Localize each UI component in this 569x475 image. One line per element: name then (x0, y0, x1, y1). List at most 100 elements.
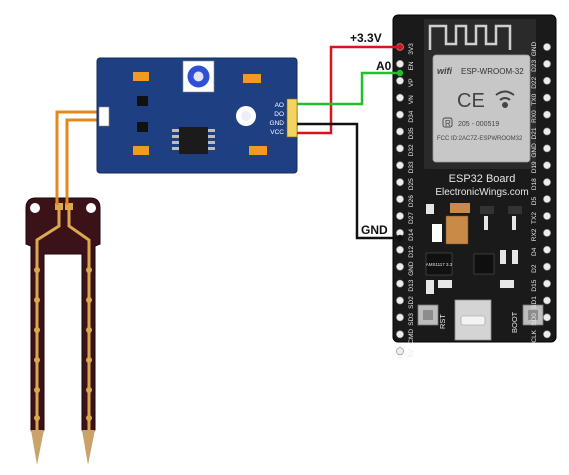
esp32-pin-label-right-tx2: TX2 (531, 212, 538, 224)
esp32-pin-label-left-vn: VN (408, 95, 415, 104)
gnd-wire (297, 122, 400, 240)
esp32-pin-left-d26[interactable] (396, 195, 404, 203)
esp32-pin-left-d25[interactable] (396, 178, 404, 187)
esp32-pin-label-right-sd0: SD0 (531, 313, 538, 326)
esp32-pin-left-d12[interactable] (396, 245, 404, 254)
vcc-wire (297, 45, 400, 135)
esp32-pin-left-d27[interactable] (396, 212, 404, 220)
esp32-pin-label-left-vp: VP (408, 78, 415, 87)
esp32-pin-label-right-d15: D15 (531, 279, 538, 291)
esp32-pin-left-d34[interactable] (396, 110, 404, 119)
esp32-pin-left-vp[interactable] (396, 76, 404, 85)
rst-button[interactable] (417, 304, 439, 326)
rst-button-label: RST (438, 314, 447, 329)
pin-label-do: DO (274, 111, 284, 118)
r-symbol: R (445, 119, 451, 128)
esp32-pin-label-left-d35: D35 (408, 127, 415, 139)
esp32-pin-label-right-d19: D19 (531, 161, 538, 173)
ce-mark: CE (457, 90, 485, 112)
esp32-pin-right-d19[interactable] (543, 161, 551, 170)
esp32-pin-left-vn[interactable] (396, 93, 404, 102)
soil-moisture-probe (25, 197, 101, 465)
esp32-pin-label-right-d22: D22 (531, 76, 538, 88)
board-title: ESP32 Board (449, 173, 516, 185)
esp32-pin-label-right-rx0: RX0 (531, 110, 538, 123)
boot-button[interactable] (522, 304, 544, 326)
gnd-wire-label: GND (361, 223, 388, 237)
esp32-pin-left-sd2[interactable] (396, 296, 404, 305)
sensor-module-board: AO DO GND VCC (96, 57, 298, 174)
esp32-board: wifi ESP-WROOM-32 CE R 205 - 000519 FCC … (392, 14, 557, 358)
esp32-pin-right-tx0[interactable] (543, 93, 551, 102)
esp32-pin-left-sd3[interactable] (396, 313, 404, 322)
esp32-pin-label-right-gnd: GND (531, 143, 538, 158)
esp32-pin-right-gnd[interactable] (543, 144, 551, 153)
esp32-pin-label-left-3v3: 3V3 (408, 43, 415, 55)
esp32-pin-right-d5[interactable] (543, 195, 551, 203)
esp32-pin-right-d15[interactable] (543, 279, 551, 288)
esp32-pin-label-right-d23: D23 (531, 60, 538, 72)
esp32-pin-label-left-d25: D25 (408, 178, 415, 190)
signal-wires (297, 43, 404, 242)
right-pin-header: GNDD23D22TX0RX0D21GNDD19D18D5TX2RX2D4D2D… (531, 41, 551, 343)
esp32-pin-label-right-tx0: TX0 (531, 93, 538, 105)
esp32-pin-right-sd1[interactable] (543, 296, 551, 305)
esp32-pin-label-left-d32: D32 (408, 144, 415, 156)
pin-label-ao: AO (275, 102, 284, 109)
esp32-pin-right-d22[interactable] (543, 76, 551, 85)
esp32-pin-right-d23[interactable] (543, 60, 551, 68)
usb-port[interactable] (454, 299, 492, 341)
board-website: ElectronicWings.com (435, 187, 528, 198)
esp32-pin-right-d2[interactable] (543, 262, 551, 271)
esp32-pin-left-cmd[interactable] (396, 330, 404, 339)
fcc-id: FCC ID:2AC7Z-ESPWROOM32 (437, 136, 523, 142)
antenna-trace (428, 24, 512, 50)
esp32-pin-right-sd0[interactable] (543, 313, 551, 322)
esp32-pin-label-left-d34: D34 (408, 110, 415, 122)
esp32-pin-label-right-rx2: RX2 (531, 228, 538, 241)
esp32-pin-right-d4[interactable] (543, 245, 551, 254)
esp32-pin-label-left-d13: D13 (408, 279, 415, 291)
ao-wire-label: A0 (376, 59, 392, 73)
esp32-pin-label-left-cmd: CMD (408, 329, 415, 344)
esp32-pin-label-left-d26: D26 (408, 195, 415, 207)
probe-wires (55, 110, 100, 205)
esp32-pin-label-right-d18: D18 (531, 178, 538, 190)
esp32-pin-right-tx2[interactable] (543, 212, 551, 220)
esp32-pin-left-5v[interactable] (396, 347, 404, 356)
esp32-pin-left-d32[interactable] (396, 144, 404, 153)
module-name: ESP-WROOM-32 (461, 67, 524, 76)
esp32-pin-left-d35[interactable] (396, 127, 404, 136)
esp32-pin-label-left-5v: 5V (408, 349, 415, 358)
esp32-pin-label-left-sd3: SD3 (408, 313, 415, 326)
esp32-pin-label-left-en: EN (408, 61, 415, 70)
sensor-pin-labels: AO DO GND VCC (270, 102, 285, 136)
esp32-pin-left-d33[interactable] (396, 161, 404, 170)
esp32-pin-label-left-d12: D12 (408, 245, 415, 257)
esp32-pin-label-left-d33: D33 (408, 161, 415, 173)
wifi-waves-icon (495, 90, 515, 108)
esp32-pin-right-rx0[interactable] (543, 110, 551, 119)
esp32-pin-label-left-d27: D27 (408, 212, 415, 224)
esp32-pin-label-right-d5: D5 (531, 197, 538, 206)
vcc-wire-label: +3.3V (350, 31, 382, 45)
regulator-text: AMS1117 3.3 (426, 262, 453, 267)
esp32-pin-label-right-d21: D21 (531, 127, 538, 139)
esp32-pin-right-d18[interactable] (543, 178, 551, 187)
esp32-pin-left-en[interactable] (396, 60, 404, 68)
esp32-pin-right-clk[interactable] (543, 330, 551, 339)
esp32-pin-label-left-d14: D14 (408, 229, 415, 241)
esp32-pin-label-left-sd2: SD2 (408, 296, 415, 309)
reg-number: 205 - 000519 (458, 121, 499, 128)
esp32-pin-right-rx2[interactable] (543, 228, 551, 237)
esp32-pin-label-left-gnd: GND (408, 261, 415, 276)
esp32-pin-right-gnd[interactable] (543, 43, 551, 51)
esp32-pin-right-d21[interactable] (543, 127, 551, 136)
boot-button-label: BOOT (510, 311, 519, 333)
ao-wire (297, 71, 400, 106)
esp32-pin-label-right-gnd: GND (531, 41, 538, 56)
esp32-pin-left-d13[interactable] (396, 279, 404, 288)
esp32-pin-left-gnd[interactable] (396, 262, 404, 271)
esp32-pin-label-right-d2: D2 (531, 264, 538, 273)
